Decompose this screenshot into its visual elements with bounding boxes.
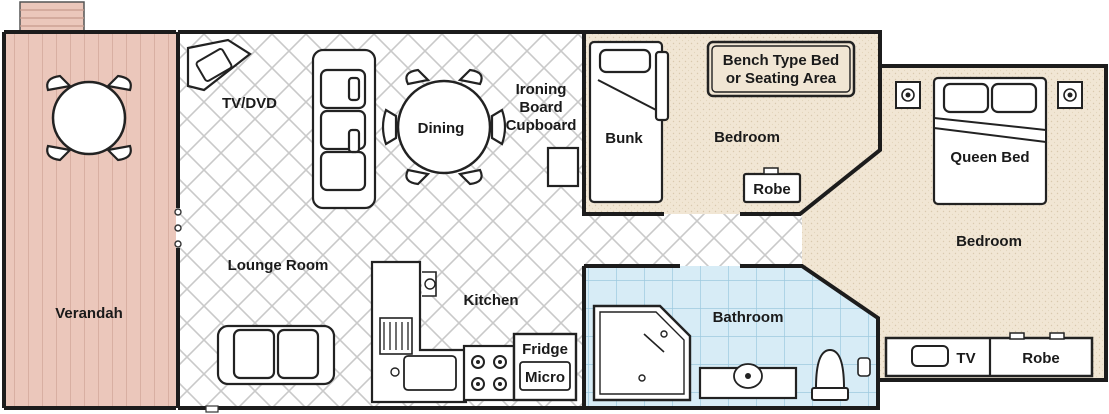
tv-label: TV	[956, 350, 975, 367]
large-bedroom-label: Bedroom	[956, 233, 1022, 250]
verandah-area	[4, 1, 176, 408]
verandah-label: Verandah	[55, 305, 123, 322]
bathroom-label: Bathroom	[713, 309, 784, 326]
lounge-room-label: Lounge Room	[228, 257, 329, 274]
ironing-label-line3: Cupboard	[506, 117, 577, 134]
bedside-table-right	[1057, 81, 1083, 109]
ironing-label-line1: Ironing	[516, 81, 567, 98]
verandah-table-set	[46, 74, 132, 162]
bunk-label: Bunk	[605, 130, 643, 147]
queen-bed	[932, 76, 1048, 206]
bench-label-line2: or Seating Area	[726, 70, 837, 87]
dining-set	[381, 68, 507, 186]
bench-bed-inner	[711, 45, 851, 93]
sliding-door-marks	[174, 208, 182, 248]
ironing-cupboard	[546, 146, 580, 188]
micro-label: Micro	[525, 369, 565, 386]
small-robe-label: Robe	[753, 181, 791, 198]
cooktop	[462, 344, 516, 402]
dining-label: Dining	[418, 120, 465, 137]
tv-dvd-label: TV/DVD	[222, 95, 277, 112]
fridge-label: Fridge	[522, 341, 568, 358]
shower	[592, 304, 692, 402]
kitchen-label: Kitchen	[463, 292, 518, 309]
lounge-sofa	[311, 48, 377, 210]
vanity-basin	[698, 363, 798, 400]
two-seat-sofa	[216, 324, 336, 386]
toilet	[811, 348, 871, 401]
large-robe-label: Robe	[1022, 350, 1060, 367]
doorway-marks	[205, 405, 219, 413]
tv-robe-unit	[884, 332, 1094, 378]
tv-dvd-unit	[186, 38, 252, 92]
corridor-floor	[584, 214, 808, 266]
bunk-bed	[588, 40, 670, 204]
ironing-label-line2: Board	[519, 99, 562, 116]
bedside-table-left	[895, 81, 921, 109]
bench-label-line1: Bench Type Bed	[723, 52, 839, 69]
walls	[2, 30, 1108, 410]
small-robe-handle	[763, 167, 779, 175]
small-bedroom-label: Bedroom	[714, 129, 780, 146]
kitchen-bench	[370, 260, 468, 404]
queen-bed-label: Queen Bed	[950, 149, 1029, 166]
fridge-micro-unit	[512, 332, 578, 402]
bench-bed	[706, 40, 856, 98]
